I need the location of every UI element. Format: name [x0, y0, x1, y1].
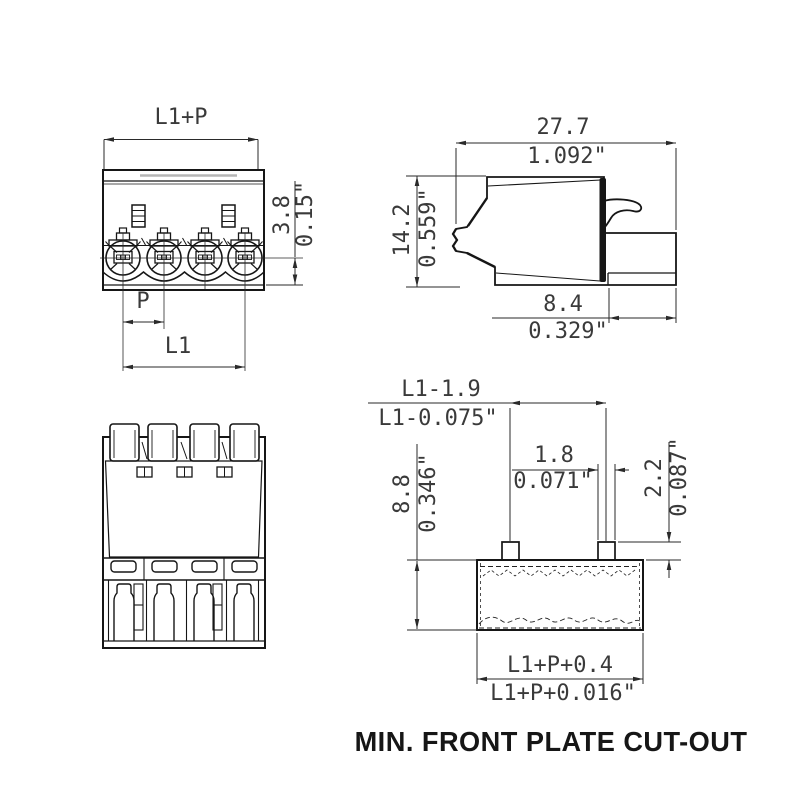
dim-side-length-in: 1.092"	[527, 144, 607, 169]
dim-cutout-width-mm: L1+P+0.4	[507, 653, 613, 678]
dim-front-depth-mm: 3.8	[270, 195, 295, 235]
front-view-dimensions	[103, 137, 303, 370]
dim-cutout-tab-height-mm: 2.2	[642, 458, 667, 498]
dim-cutout-tab-span-in: L1-0.075"	[378, 406, 498, 431]
dim-front-pole-span: L1	[164, 334, 192, 359]
dim-front-pitch: P	[136, 289, 150, 314]
front-view	[100, 169, 303, 371]
side-view	[451, 176, 677, 286]
dim-side-rear-in: 0.329"	[528, 319, 608, 344]
dim-side-length-mm: 27.7	[536, 115, 590, 140]
drawing-caption: MIN. FRONT PLATE CUT-OUT	[354, 726, 748, 757]
dim-cutout-height-mm: 8.8	[390, 474, 415, 514]
dim-front-depth-in: 0.15"	[293, 180, 318, 248]
dim-cutout-height-in: 0.346"	[416, 453, 441, 533]
dim-cutout-tab-span-mm: L1-1.9	[401, 377, 481, 402]
dim-side-rear-mm: 8.4	[543, 292, 583, 317]
cutout-view	[476, 541, 644, 631]
rear-view	[102, 423, 266, 649]
dim-front-overall-width: L1+P	[154, 105, 208, 130]
dim-cutout-tab-width-in: 0.071"	[513, 469, 593, 494]
side-view-dimensions	[406, 140, 677, 323]
dim-cutout-tab-width-mm: 1.8	[534, 443, 574, 468]
dim-cutout-tab-height-in: 0.087"	[667, 437, 692, 517]
cutout-dimensions	[368, 400, 681, 684]
dim-cutout-width-in: L1+P+0.016"	[490, 681, 636, 706]
dim-side-height-in: 0.559"	[416, 188, 441, 268]
dim-side-height-mm: 14.2	[390, 203, 415, 257]
